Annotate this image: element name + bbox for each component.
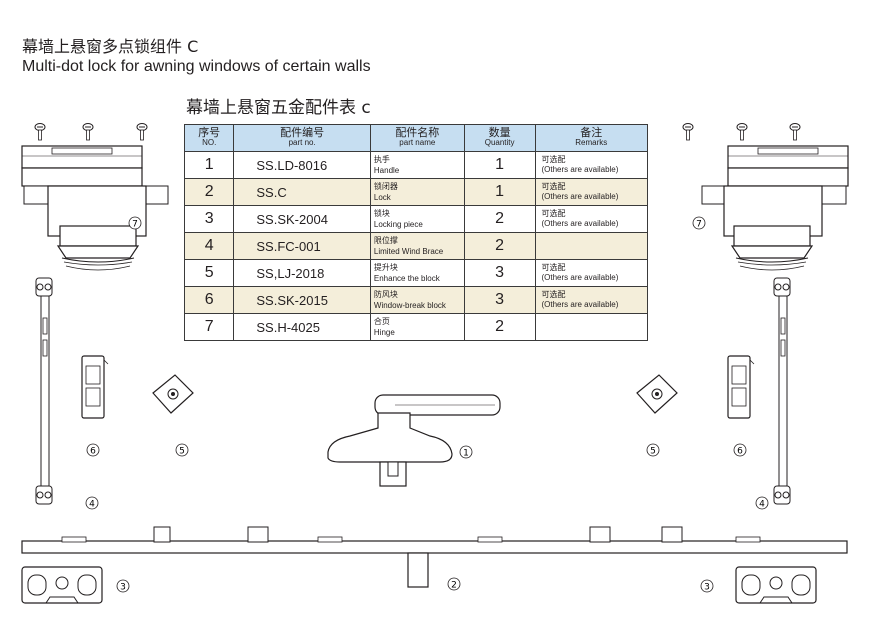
- window-break-block-left: [81, 355, 109, 419]
- cell-quantity: 3: [463, 286, 536, 314]
- cell-part-no: SS.H-4025: [233, 313, 371, 341]
- callout-block6-right: 6: [733, 443, 747, 457]
- svg-text:7: 7: [696, 220, 702, 230]
- table-title: 幕墙上悬窗五金配件表 c: [186, 98, 371, 118]
- svg-text:6: 6: [90, 447, 96, 457]
- svg-text:4: 4: [89, 500, 95, 510]
- cell-remarks: 可选配(Others are available): [534, 178, 648, 206]
- screws-right: [682, 123, 801, 141]
- locking-piece-right: [735, 566, 817, 604]
- svg-text:5: 5: [179, 447, 185, 457]
- callout-brace-right: 4: [755, 496, 769, 510]
- cell-no: 7: [183, 313, 235, 341]
- hinge-right: [701, 145, 849, 271]
- cell-part-no: SS.SK-2004: [233, 205, 371, 233]
- svg-text:7: 7: [132, 220, 138, 230]
- svg-text:4: 4: [759, 500, 765, 510]
- cell-no: 2: [183, 178, 235, 206]
- enhance-block-right: [636, 374, 678, 414]
- cell-remarks: 可选配(Others are available): [534, 286, 648, 314]
- callout-block6-left: 6: [86, 443, 100, 457]
- callout-block5-right: 5: [646, 443, 660, 457]
- enhance-block-left: [152, 374, 194, 414]
- cell-remarks: [534, 232, 648, 260]
- svg-text:3: 3: [120, 583, 126, 593]
- screws-left: [34, 123, 148, 141]
- cell-remarks: [534, 313, 648, 341]
- callout-brace-left: 4: [85, 496, 99, 510]
- title-english: Multi-dot lock for awning windows of cer…: [22, 58, 371, 75]
- svg-text:2: 2: [451, 581, 457, 591]
- cell-part-no: SS.C: [233, 178, 371, 206]
- cell-quantity: 2: [463, 313, 536, 341]
- cell-no: 3: [183, 205, 235, 233]
- callout-hinge-right: 7: [692, 216, 706, 230]
- lock-bar: [21, 526, 848, 588]
- title-chinese: 幕墙上悬窗多点锁组件 C: [22, 37, 199, 56]
- callout-lock: 2: [447, 577, 461, 591]
- cell-part-no: SS.FC-001: [233, 232, 371, 260]
- cell-remarks: 可选配(Others are available): [534, 151, 648, 179]
- hinge-left: [21, 145, 169, 271]
- callout-block5-left: 5: [175, 443, 189, 457]
- svg-text:6: 6: [737, 447, 743, 457]
- callout-piece-right: 3: [700, 579, 714, 593]
- cell-quantity: 1: [463, 178, 536, 206]
- cell-quantity: 1: [463, 151, 536, 179]
- callout-piece-left: 3: [116, 579, 130, 593]
- wind-brace-left: [35, 277, 53, 505]
- cell-no: 4: [183, 232, 235, 260]
- window-break-block-right: [727, 355, 755, 419]
- cell-part-no: SS,LJ-2018: [233, 259, 371, 287]
- callout-handle: 1: [459, 445, 473, 459]
- cell-part-no: SS.SK-2015: [233, 286, 371, 314]
- handle: [327, 394, 501, 487]
- callout-hinge-left: 7: [128, 216, 142, 230]
- locking-piece-left: [21, 566, 103, 604]
- svg-text:5: 5: [650, 447, 656, 457]
- svg-text:1: 1: [463, 449, 469, 459]
- cell-quantity: 2: [463, 205, 536, 233]
- svg-text:3: 3: [704, 583, 710, 593]
- wind-brace-right: [773, 277, 791, 505]
